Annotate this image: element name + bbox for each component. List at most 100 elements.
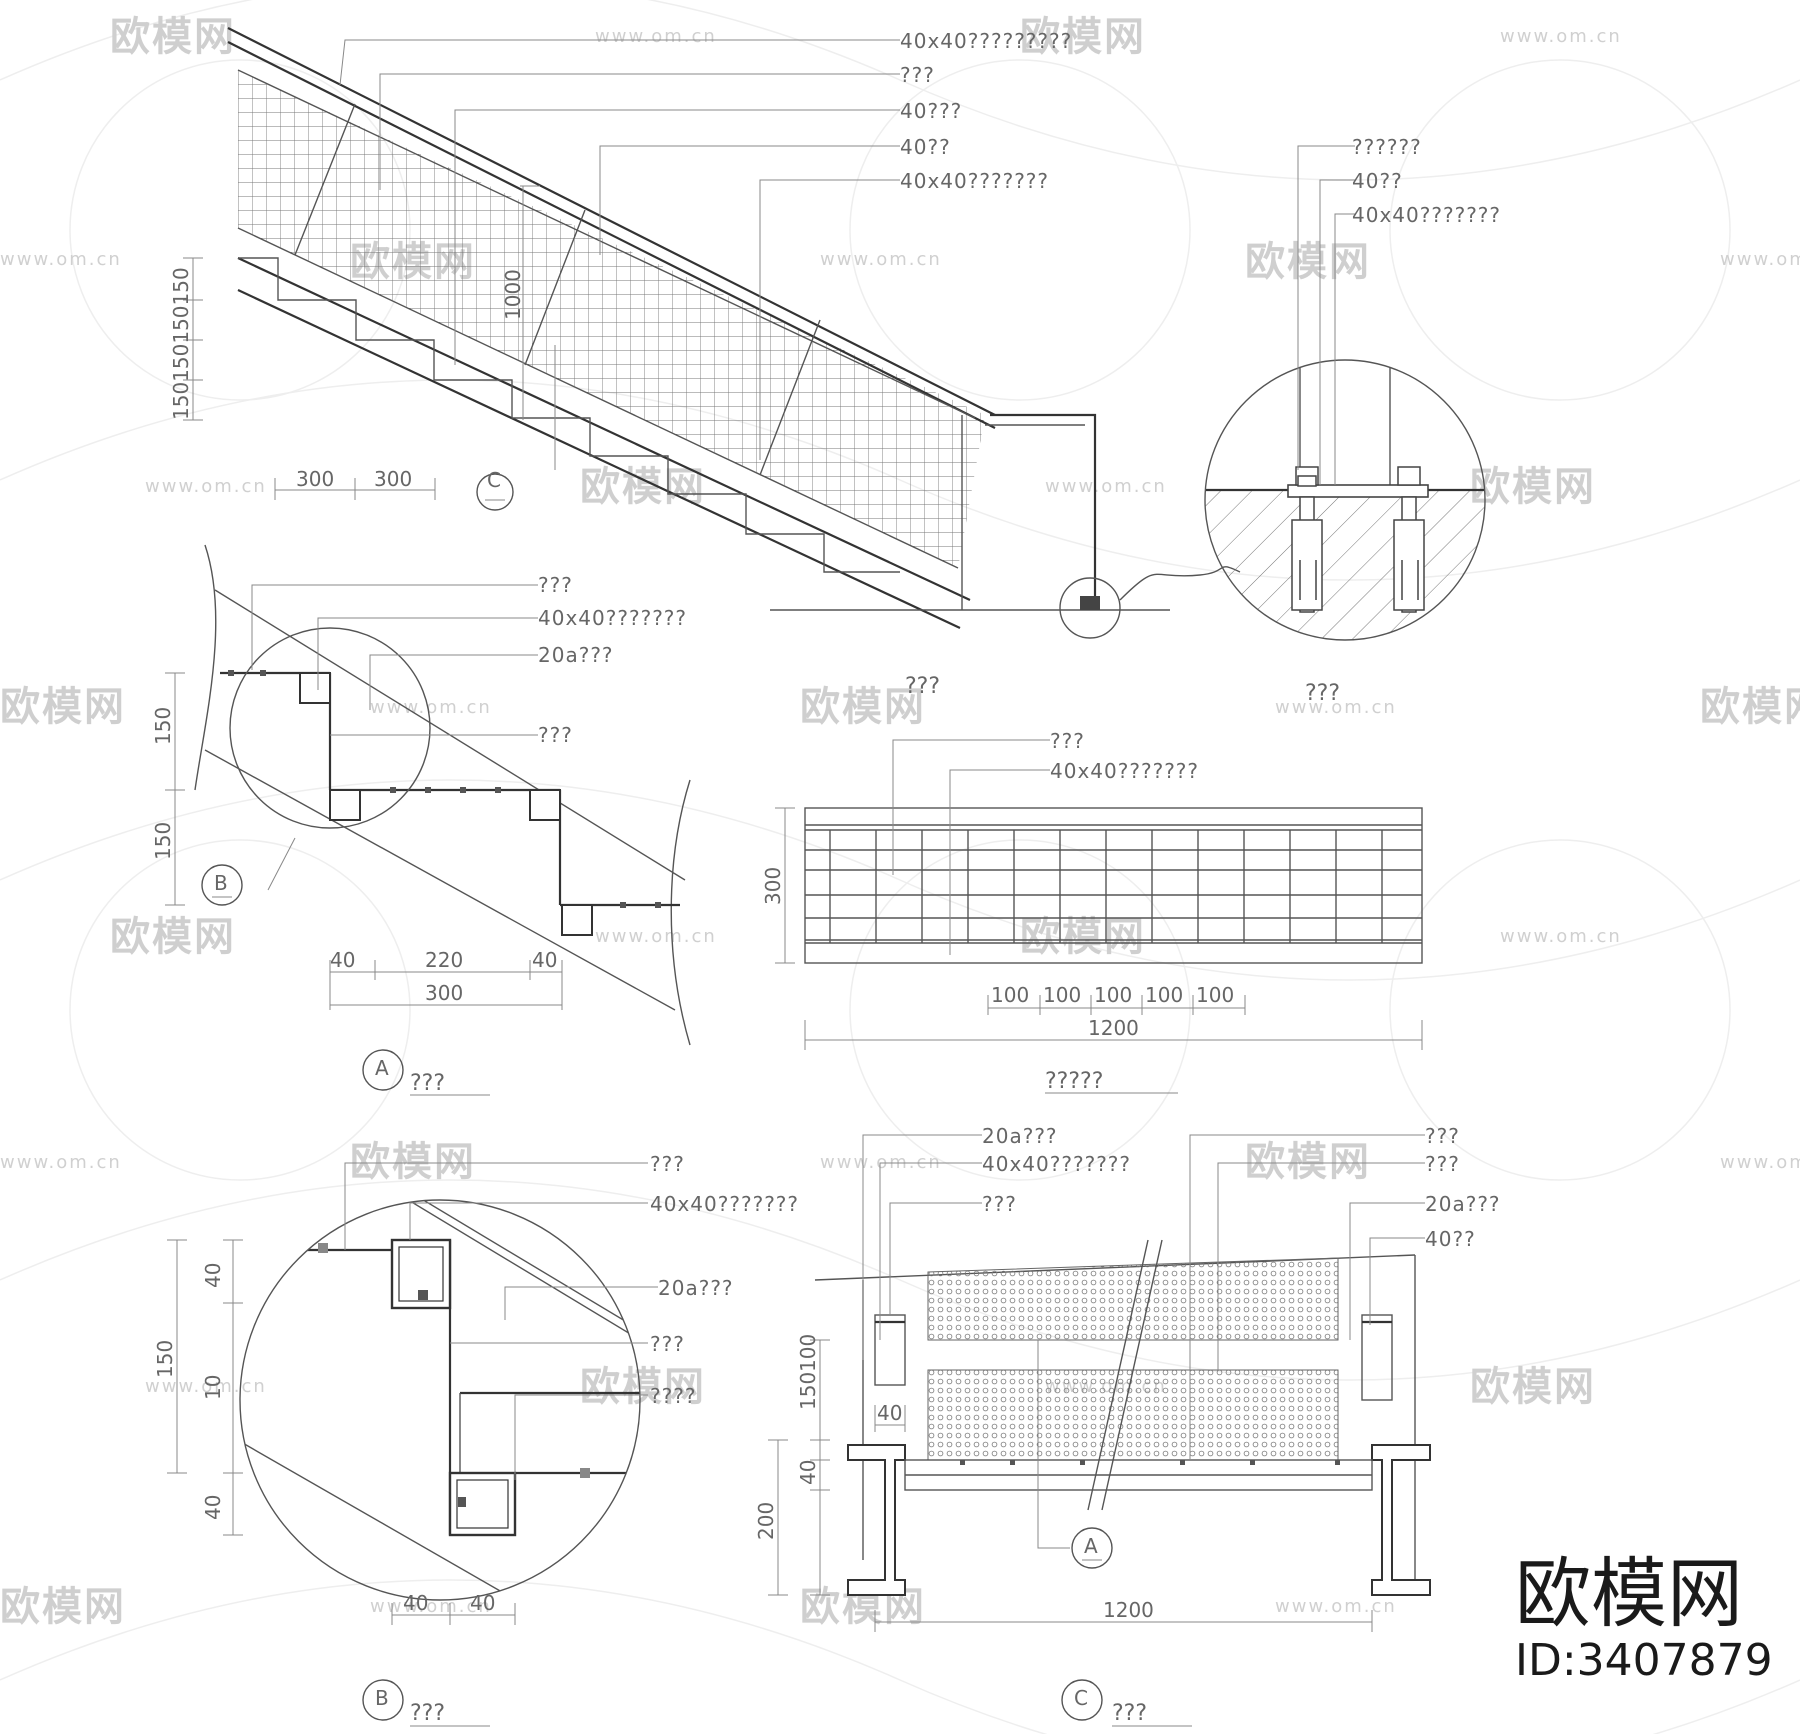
mesh-top-rail xyxy=(237,69,976,419)
watermark-url: www.om.cn xyxy=(370,697,492,718)
tread-tubes xyxy=(299,672,593,936)
break-line-left xyxy=(194,544,217,791)
dim-b-3: 40 xyxy=(201,1495,225,1520)
label-b-plate: ??? xyxy=(650,1332,685,1356)
brand-id: ID:3407879 xyxy=(1515,1635,1773,1686)
detail-b-marker: B xyxy=(375,1686,389,1710)
dim-a-bottom-2: 220 xyxy=(425,948,463,972)
stair-mesh-panel xyxy=(238,70,985,568)
watermark-url: www.om.cn xyxy=(1275,697,1397,718)
panel-leaders xyxy=(892,739,1050,955)
grating-bars xyxy=(228,670,661,908)
dim-risers: 150150150150 xyxy=(169,267,193,420)
detail-c-dims xyxy=(768,1339,1373,1632)
section-marker-c: C xyxy=(487,468,501,492)
dim-b-outer: 150 xyxy=(153,1340,177,1378)
dim-a-bottom-1: 40 xyxy=(330,948,355,972)
watermark-text: 欧模网 xyxy=(580,1364,706,1410)
label-c-channel-left: 20a??? xyxy=(982,1124,1058,1148)
label-anchor-bolt: ?????? xyxy=(1352,135,1422,159)
dim-module-5: 100 xyxy=(1196,983,1234,1007)
detail-b-title: ??? xyxy=(410,1701,445,1726)
detail-a-title: ??? xyxy=(410,1071,445,1096)
detail-a-leaders xyxy=(251,584,538,736)
detail-b-leaders xyxy=(344,1162,658,1480)
panel-dims xyxy=(775,807,1423,1050)
watermark-url: www.om.cn xyxy=(1720,1152,1800,1173)
watermark-url: www.om.cn xyxy=(1720,249,1800,270)
label-mesh: ??? xyxy=(900,63,935,87)
dim-a-total: 300 xyxy=(425,981,463,1005)
mesh-posts xyxy=(294,103,963,610)
mesh-bottom-rail xyxy=(237,227,959,569)
stringer-bottom-line xyxy=(204,749,676,1011)
watermark-url: www.om.cn xyxy=(145,476,267,497)
watermark-text: 欧模网 xyxy=(1470,464,1596,510)
dim-module-1: 100 xyxy=(991,983,1029,1007)
watermark-url: www.om.cn xyxy=(1275,1596,1397,1617)
channel-beams xyxy=(847,1444,1431,1596)
stair-inner-leaders xyxy=(520,185,556,470)
dim-tread-1: 300 xyxy=(296,467,334,491)
anchor-bolts xyxy=(1291,466,1425,613)
watermark-text: 欧模网 xyxy=(1470,1364,1596,1410)
detail-a-marker: A xyxy=(375,1056,389,1080)
watermark-text: 欧模网 xyxy=(350,1139,476,1185)
break-line xyxy=(1101,1239,1163,1511)
label-post: 40??? xyxy=(900,99,962,123)
dim-c-total: 1200 xyxy=(1103,1598,1154,1622)
watermark-url: www.om.cn xyxy=(595,926,717,947)
dim-module-2: 100 xyxy=(1043,983,1081,1007)
watermark-url: www.om.cn xyxy=(595,26,717,47)
dim-module-3: 100 xyxy=(1094,983,1132,1007)
dim-a-vertical-1: 150 xyxy=(151,707,175,745)
label-c-right-1: ??? xyxy=(1425,1124,1460,1148)
callout-a-marker: A xyxy=(1084,1534,1098,1558)
watermark-text: 欧模网 xyxy=(580,464,706,510)
anchor-detail-circle xyxy=(1204,359,1486,641)
panel-title: ????? xyxy=(1045,1069,1103,1094)
dim-b-2: 10 xyxy=(201,1375,225,1400)
stair-leaders xyxy=(339,39,900,460)
stair-dims xyxy=(183,257,436,500)
label-panel-tube: 40x40??????? xyxy=(1050,759,1199,783)
callout-b-circle xyxy=(229,627,431,829)
stair-elevation: 40x40????????? ??? 40??? 40?? 40x40?????… xyxy=(169,27,1241,639)
dim-b-bottom-1: 40 xyxy=(403,1591,428,1615)
label-post-top: 40?? xyxy=(1352,169,1403,193)
dim-a-bottom-3: 40 xyxy=(532,948,557,972)
label-tube-top: 40x40??????? xyxy=(1352,203,1501,227)
label-handrail-tube: 40x40????????? xyxy=(900,29,1072,53)
dim-a-vertical-2: 150 xyxy=(151,822,175,860)
detail-c-title: ??? xyxy=(1112,1701,1147,1726)
watermark-url: www.om.cn xyxy=(0,249,122,270)
panel-frame xyxy=(804,807,1423,964)
base-callout-circle xyxy=(1059,577,1121,639)
label-a-tube: 40x40??????? xyxy=(538,606,687,630)
stringer-top xyxy=(237,257,971,601)
detail-c-marker-circle xyxy=(1061,1679,1103,1721)
dim-module-4: 100 xyxy=(1145,983,1183,1007)
break-line-right xyxy=(670,779,691,1046)
watermark-text: 欧模网 xyxy=(0,684,126,730)
watermark-url: www.om.cn xyxy=(1045,476,1167,497)
watermark-url: www.om.cn xyxy=(370,1596,492,1617)
label-b-channel: 20a??? xyxy=(658,1276,734,1300)
label-c-right-2: ??? xyxy=(1425,1152,1460,1176)
anchor-leaders xyxy=(1297,145,1355,485)
watermark-text: 欧模网 xyxy=(110,14,236,60)
label-rail-tube: 40x40??????? xyxy=(900,169,1049,193)
label-c-right-4: 40?? xyxy=(1425,1227,1476,1251)
section-marker-circle xyxy=(476,473,514,511)
stair-steps xyxy=(238,257,900,573)
dim-c-40: 40 xyxy=(796,1460,820,1485)
watermark-text: 欧模网 xyxy=(110,914,236,960)
detail-b-marker-circle xyxy=(362,1679,404,1721)
panel-grid xyxy=(805,824,1422,944)
detail-b: ??? 40x40??????? 20a??? ??? ???? 150 40 … xyxy=(153,1152,798,1727)
mesh-upper xyxy=(927,1257,1339,1341)
dim-c-post-width: 40 xyxy=(877,1401,902,1425)
label-flat-bar: 40?? xyxy=(900,135,951,159)
watermark-text: 欧模网 xyxy=(0,1584,126,1630)
